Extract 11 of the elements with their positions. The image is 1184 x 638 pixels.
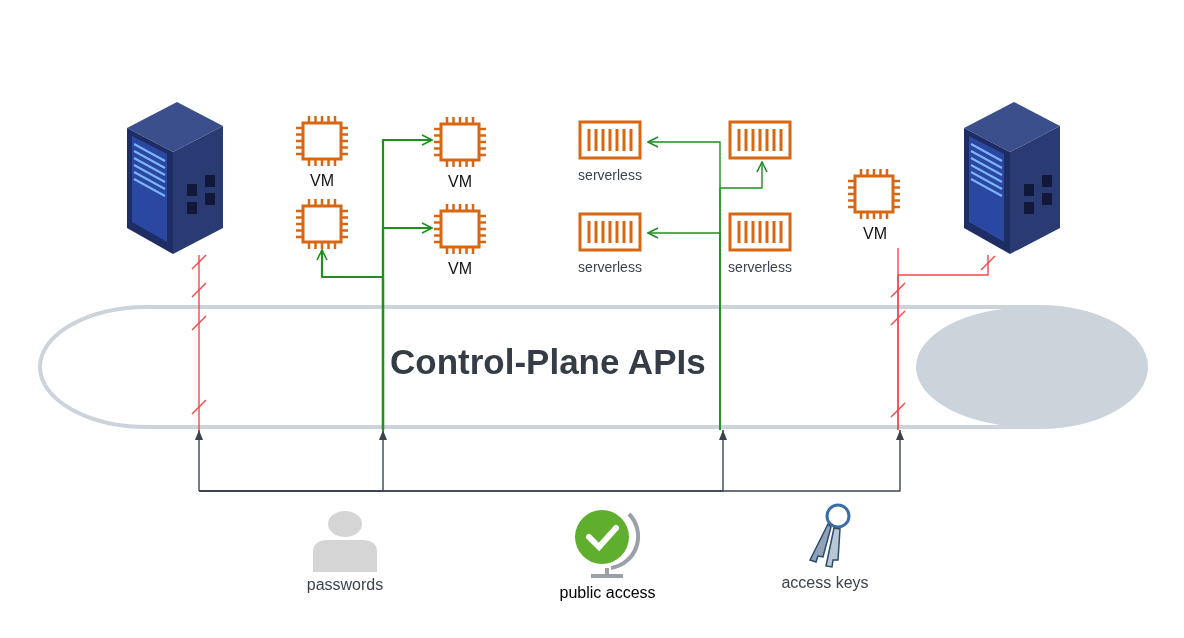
node-label: serverless <box>728 259 792 275</box>
node-label: serverless <box>578 259 642 275</box>
node-label: Control-Plane APIs <box>390 342 706 382</box>
node-label: VM <box>448 173 472 191</box>
node-label: VM <box>448 260 472 278</box>
node-label: serverless <box>578 167 642 183</box>
node-label: VM <box>863 225 887 243</box>
node-label: passwords <box>306 576 384 594</box>
node-label: public access <box>559 584 656 602</box>
node-label: VM <box>310 172 334 190</box>
node-label: access keys <box>781 574 869 592</box>
